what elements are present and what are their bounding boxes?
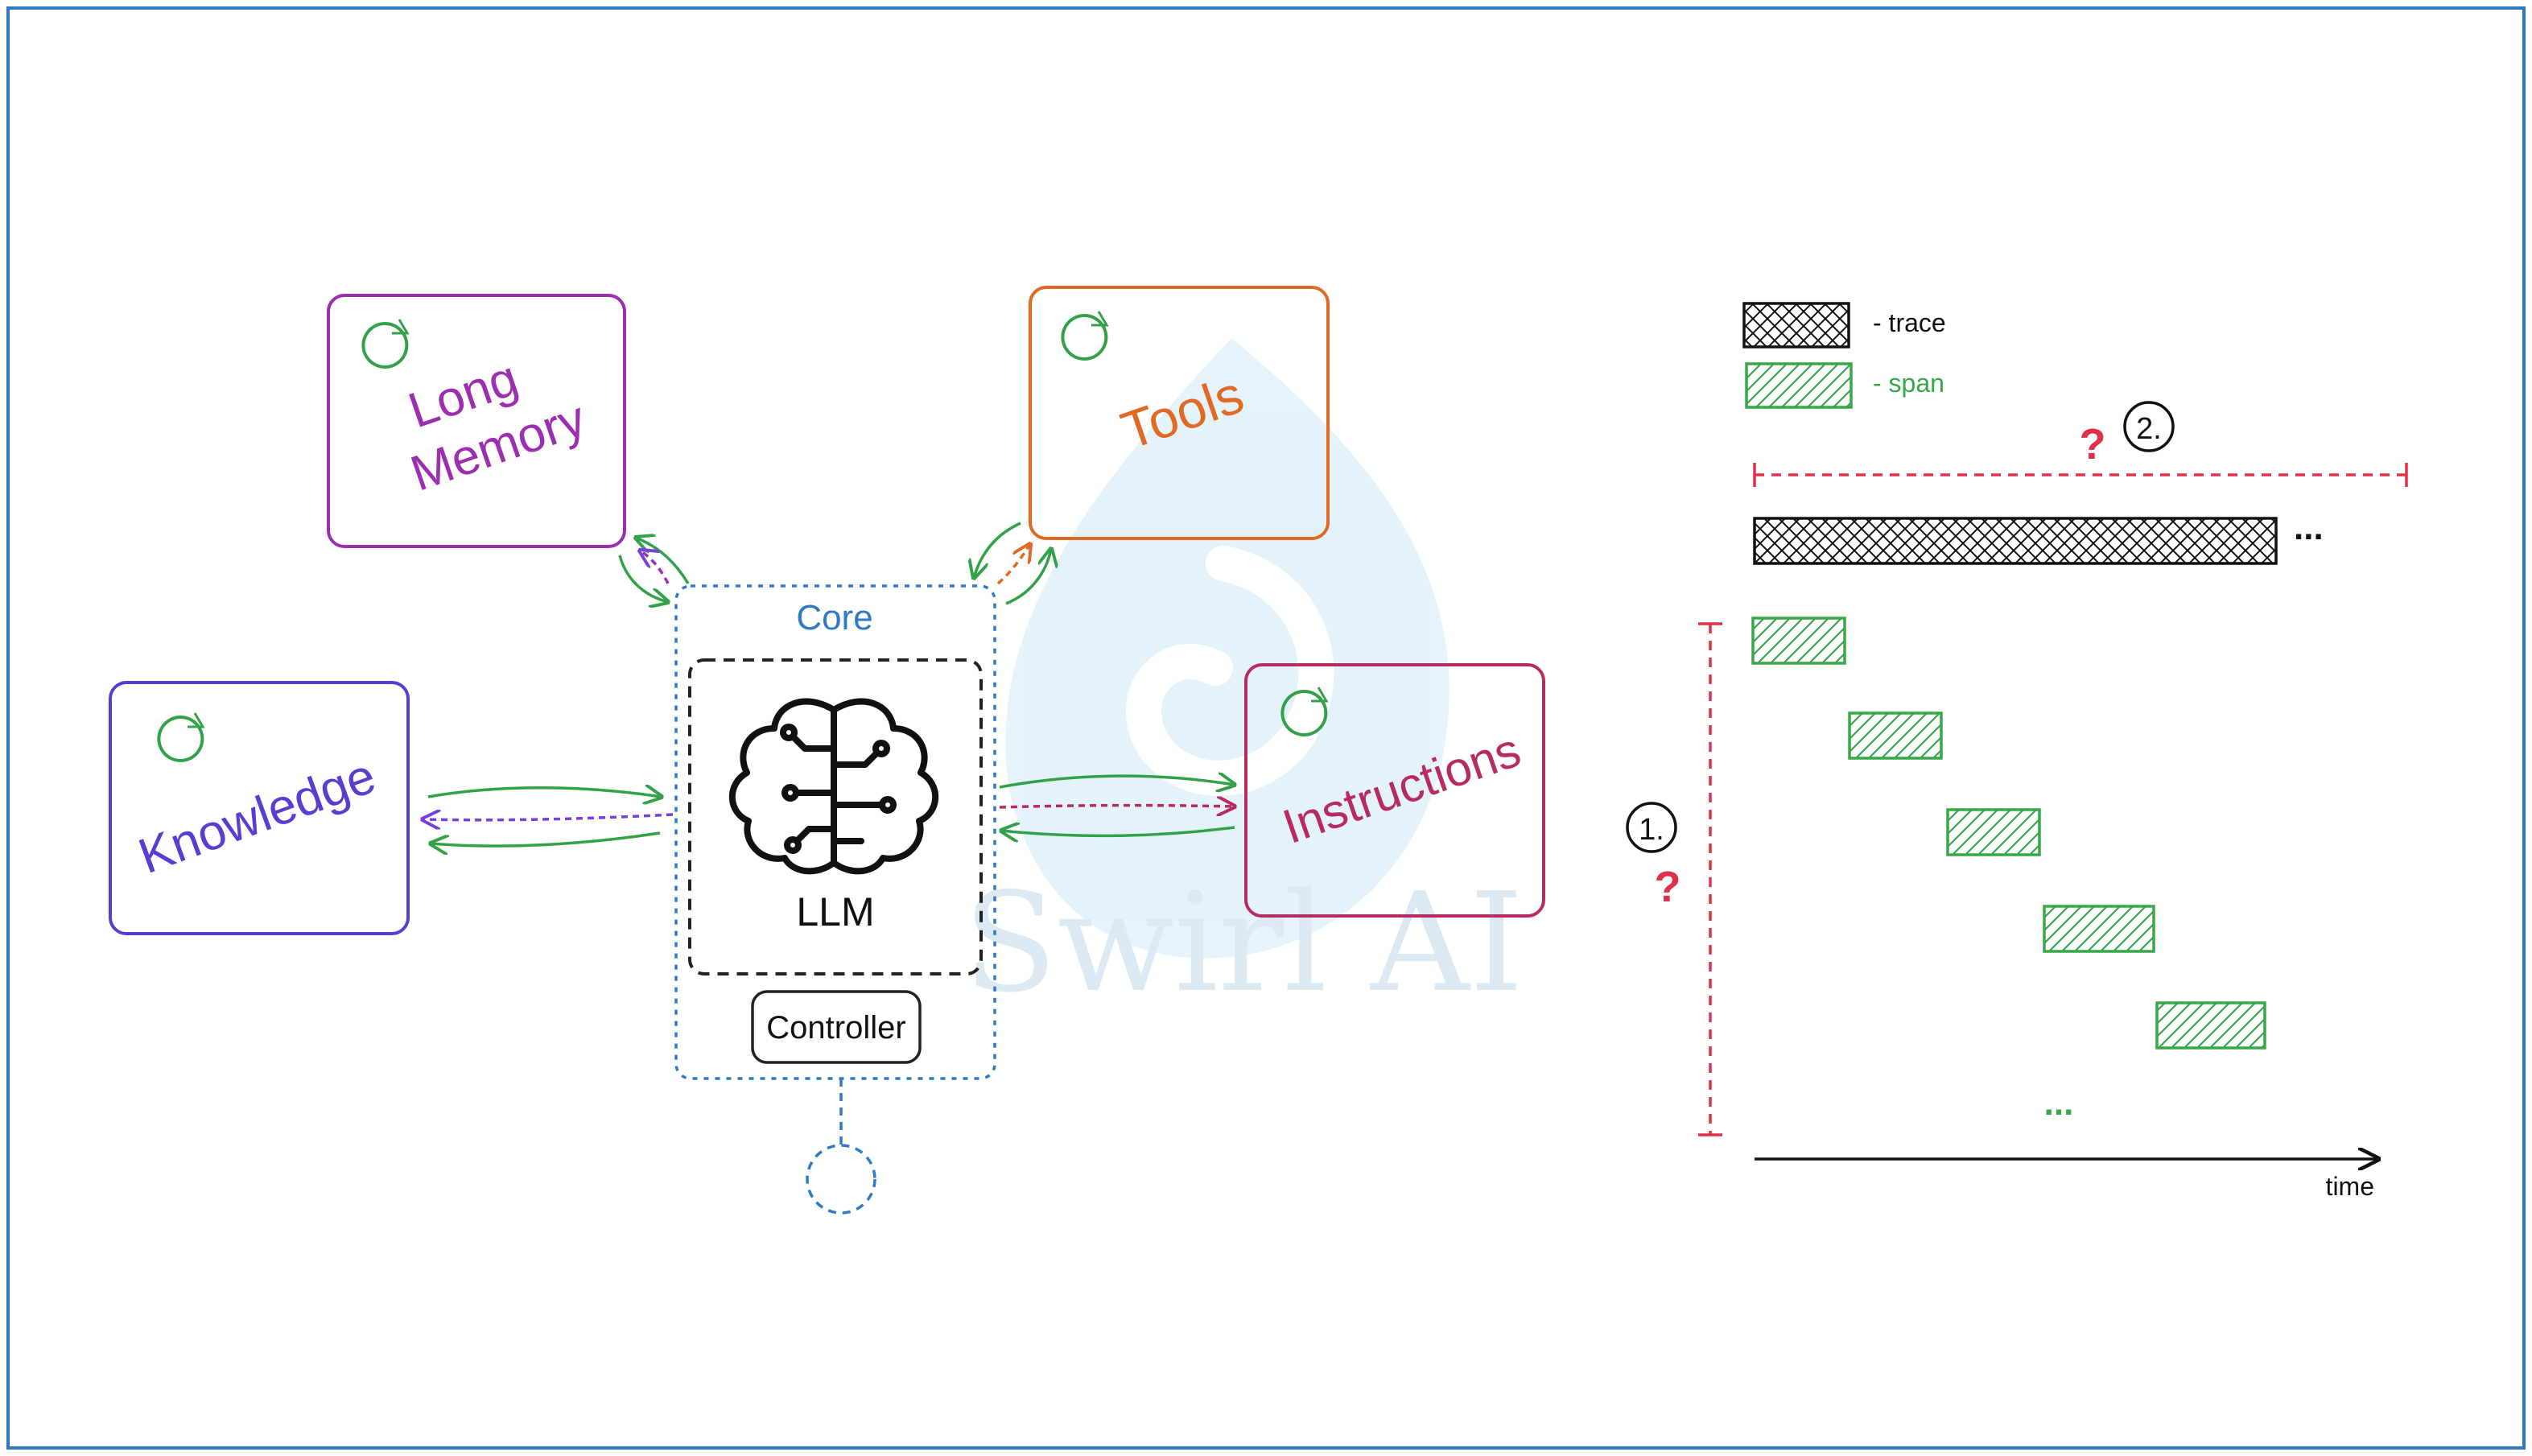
legend-span-swatch: [1745, 362, 1853, 409]
marker-2-label: 2.: [2136, 412, 2162, 446]
controller-box[interactable]: Controller: [751, 990, 922, 1064]
marker-2-badge: 2.: [2123, 401, 2175, 452]
swirl-watermark: [1005, 338, 1450, 959]
long-memory-box[interactable]: Long Memory: [327, 294, 626, 548]
core-instructions-arrows: [1000, 776, 1235, 835]
trace-ellipsis: ...: [2294, 508, 2324, 547]
refresh-icon: [1280, 687, 1329, 736]
knowledge-label: Knowledge: [132, 748, 383, 885]
marker-1-label: 1.: [1639, 813, 1664, 847]
question-mark-left: ?: [1655, 863, 1681, 911]
trace-duration-bracket: [1753, 463, 2408, 487]
legend: - trace - span: [1742, 302, 1946, 409]
marker-1-badge: 1.: [1626, 802, 1677, 853]
refresh-icon: [1061, 311, 1109, 361]
question-mark-top: ?: [2080, 420, 2106, 468]
knowledge-box[interactable]: Knowledge: [109, 681, 410, 935]
tools-core-arrows: [974, 522, 1051, 605]
brain-icon: [728, 698, 939, 875]
legend-span-label: - span: [1873, 369, 1944, 398]
outer-frame: [6, 6, 2526, 1450]
watermark-text: Swirl AI: [963, 864, 1524, 1023]
refresh-icon: [361, 319, 410, 369]
core-label: Core: [796, 598, 872, 637]
time-axis-label: time: [2326, 1172, 2374, 1201]
memory-core-arrows: [618, 538, 690, 602]
llm-label: LLM: [796, 889, 874, 934]
span-bar: [1751, 617, 1846, 665]
span-bar: [1946, 808, 2041, 856]
span-bar: [2043, 905, 2155, 953]
span-ellipsis: ...: [2044, 1083, 2074, 1123]
span-duration-bracket: [1698, 622, 1722, 1136]
legend-trace-swatch: [1742, 302, 1850, 349]
refresh-icon: [157, 712, 205, 762]
llm-box[interactable]: LLM: [688, 658, 983, 975]
core-box[interactable]: Core LLM Controller: [674, 584, 996, 1080]
knowledge-core-arrows: [423, 788, 674, 846]
trace-bar: [1753, 517, 2278, 565]
controller-label: Controller: [766, 1010, 905, 1046]
external-node: [806, 1144, 876, 1215]
span-bar: [1848, 712, 1943, 760]
span-bar: [2155, 1001, 2266, 1050]
legend-trace-label: - trace: [1873, 308, 1946, 337]
